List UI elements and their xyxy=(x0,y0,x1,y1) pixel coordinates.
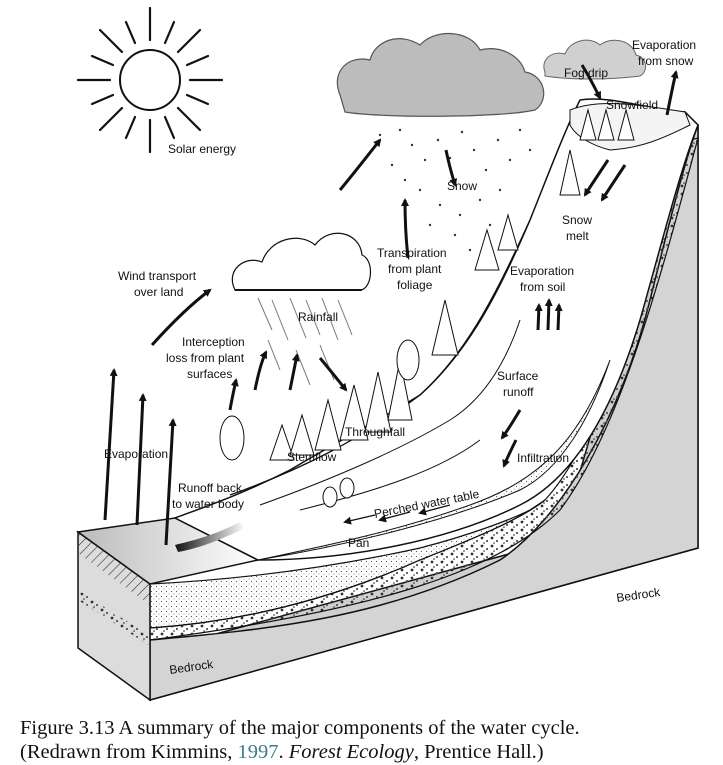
cloud-icon-center xyxy=(336,32,545,117)
label-snow-melt-1: Snow xyxy=(562,213,592,227)
label-evap-snow-2: from snow xyxy=(638,54,694,68)
label-wind-transport-1: Wind transport xyxy=(118,269,197,283)
caption-redrawn: (Redrawn from Kimmins, xyxy=(20,741,238,763)
caption-publisher: , Prentice Hall.) xyxy=(413,741,544,763)
tree-icons xyxy=(219,108,635,508)
subsurface-flow-arrows xyxy=(343,504,451,525)
snow-dots xyxy=(378,128,532,252)
label-evaporation: Evaporation xyxy=(104,447,168,461)
label-interception-3: surfaces xyxy=(187,367,232,381)
label-evap-soil-1: Evaporation xyxy=(510,264,574,278)
label-surface-runoff-2: runoff xyxy=(503,385,534,399)
label-runoff-back-1: Runoff back xyxy=(178,481,243,495)
label-interception-2: loss from plant xyxy=(166,351,245,365)
label-infiltration: Infiltration xyxy=(517,451,569,465)
label-rainfall: Rainfall xyxy=(298,310,338,324)
water-cycle-diagram: Solar energy Wind transport over land In… xyxy=(76,6,699,702)
label-snowfield: Snowfield xyxy=(606,98,658,112)
caption-line-1: Figure 3.13 A summary of the major compo… xyxy=(20,716,723,740)
label-stemflow: Stemflow xyxy=(287,450,337,464)
caption-sep: . xyxy=(278,741,289,763)
caption-book-title: Forest Ecology xyxy=(288,741,414,763)
label-interception-1: Interception xyxy=(182,335,245,349)
label-transpiration-3: foliage xyxy=(397,278,433,292)
caption-prefix: Figure 3.13 A summary of the major compo… xyxy=(20,717,580,739)
figure-caption: Figure 3.13 A summary of the major compo… xyxy=(20,716,723,764)
sun-icon xyxy=(76,6,224,154)
caption-year-link[interactable]: 1997 xyxy=(237,741,279,763)
label-throughfall: Throughfall xyxy=(345,425,405,439)
label-evap-soil-2: from soil xyxy=(520,280,565,294)
label-solar-energy: Solar energy xyxy=(168,142,236,156)
cloud-icon-left xyxy=(231,232,371,291)
label-surface-runoff-1: Surface xyxy=(497,369,539,383)
label-wind-transport-2: over land xyxy=(134,285,183,299)
label-evap-snow-1: Evaporation xyxy=(632,38,696,52)
cloud-icon-right xyxy=(543,39,646,80)
label-pan: Pan xyxy=(348,536,369,550)
label-snow-melt-2: melt xyxy=(566,229,589,243)
caption-line-2: (Redrawn from Kimmins, 1997. Forest Ecol… xyxy=(20,740,723,764)
label-fog-drip: Fog drip xyxy=(564,66,608,80)
label-transpiration-1: Transpiration xyxy=(377,246,447,260)
label-bedrock-left: Bedrock xyxy=(168,657,215,677)
label-runoff-back-2: to water body xyxy=(172,497,244,511)
label-transpiration-2: from plant xyxy=(388,262,442,276)
label-bedrock-right: Bedrock xyxy=(615,585,662,605)
process-arrows xyxy=(103,64,679,546)
label-snow: Snow xyxy=(447,179,477,193)
perched-zone xyxy=(257,359,611,561)
